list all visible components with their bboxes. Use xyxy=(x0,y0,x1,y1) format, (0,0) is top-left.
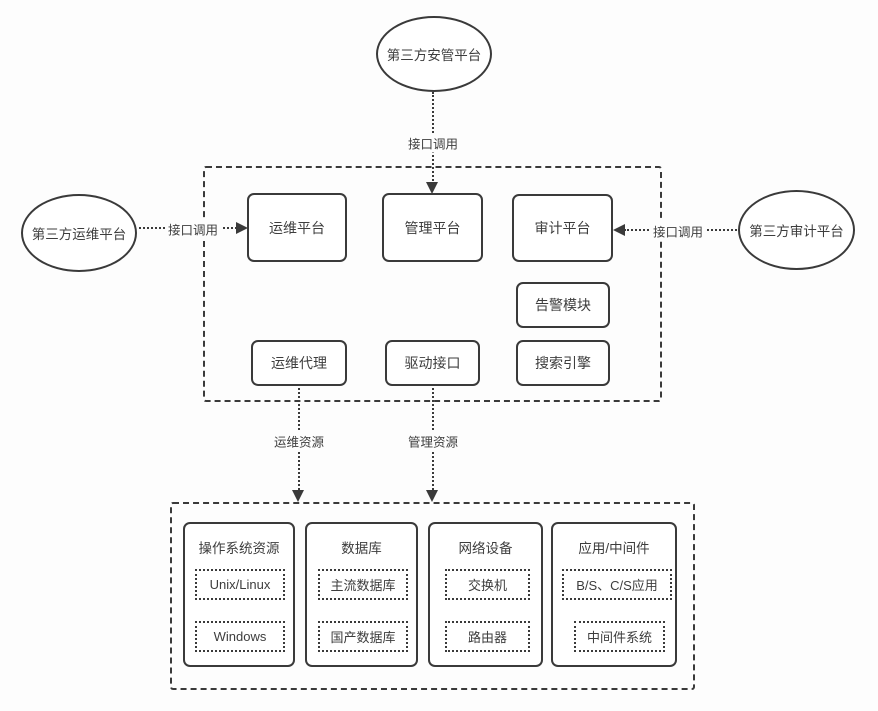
node-oam-agent: 运维代理 xyxy=(251,340,347,386)
top-arrowhead-icon xyxy=(426,182,438,194)
group-os-resources: 操作系统资源 Unix/Linux Windows xyxy=(183,522,295,667)
node-alert-module: 告警模块 xyxy=(516,282,610,328)
mgmt-resource-label: 管理资源 xyxy=(404,431,462,451)
right-arrowhead-icon xyxy=(613,224,625,236)
oam-resource-label: 运维资源 xyxy=(270,431,328,451)
node-label: 管理平台 xyxy=(404,219,461,236)
left-arrow-label: 接口调用 xyxy=(164,219,222,239)
mgmt-resource-arrowhead-icon xyxy=(426,490,438,502)
managed-resources-container xyxy=(170,502,695,690)
node-label: 运维平台 xyxy=(269,219,325,236)
node-label: 运维代理 xyxy=(271,355,327,371)
node-label: 搜索引擎 xyxy=(535,355,591,371)
node-label: 审计平台 xyxy=(534,220,591,236)
node-oam-platform: 运维平台 xyxy=(247,193,347,262)
node-label: 第三方审计平台 xyxy=(749,224,844,239)
item-middleware-system: 中间件系统 xyxy=(574,621,665,652)
item-router: 路由器 xyxy=(445,621,530,652)
node-third-party-security-platform: 第三方安管平台 xyxy=(376,16,492,92)
top-arrow-label: 接口调用 xyxy=(404,133,462,153)
right-arrow-label: 接口调用 xyxy=(649,221,707,241)
node-third-party-oam-platform: 第三方运维平台 xyxy=(21,194,137,272)
node-driver-interface: 驱动接口 xyxy=(385,340,480,386)
item-windows: Windows xyxy=(195,621,285,652)
group-title: 数据库 xyxy=(341,541,382,556)
item-domestic-db: 国产数据库 xyxy=(318,621,408,652)
node-label: 第三方运维平台 xyxy=(31,227,127,242)
node-audit-platform: 审计平台 xyxy=(512,194,613,262)
left-arrowhead-icon xyxy=(236,222,248,234)
node-third-party-audit-platform: 第三方审计平台 xyxy=(738,190,855,270)
item-mainstream-db: 主流数据库 xyxy=(318,569,408,600)
item-bs-cs-apps: B/S、C/S应用 xyxy=(562,569,672,600)
group-network-devices: 网络设备 交换机 路由器 xyxy=(428,522,543,667)
group-title: 操作系统资源 xyxy=(198,541,280,556)
group-database: 数据库 主流数据库 国产数据库 xyxy=(305,522,418,667)
item-unix-linux: Unix/Linux xyxy=(195,569,285,600)
group-title: 网络设备 xyxy=(458,541,513,556)
group-title: 应用/中间件 xyxy=(578,541,650,556)
node-search-engine: 搜索引擎 xyxy=(516,340,610,386)
item-switch: 交换机 xyxy=(445,569,530,600)
group-app-middleware: 应用/中间件 B/S、C/S应用 中间件系统 xyxy=(551,522,677,667)
node-label: 第三方安管平台 xyxy=(386,48,482,63)
node-label: 驱动接口 xyxy=(404,355,461,371)
oam-resource-arrowhead-icon xyxy=(292,490,304,502)
node-label: 告警模块 xyxy=(535,297,591,313)
node-mgmt-platform: 管理平台 xyxy=(382,193,483,262)
